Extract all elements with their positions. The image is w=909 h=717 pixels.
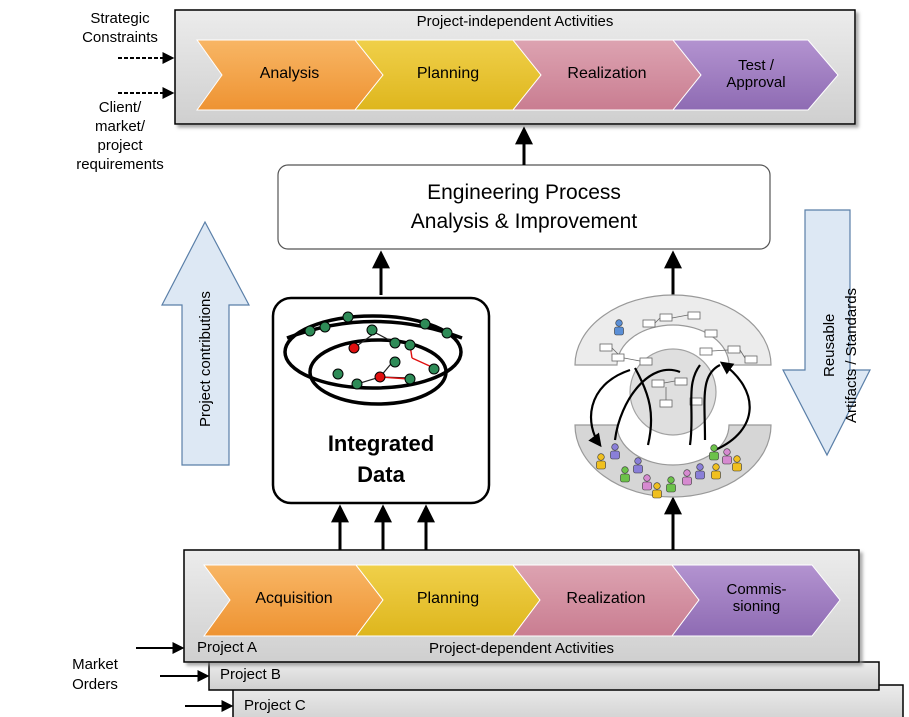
top-panel-title: Project-independent Activities bbox=[416, 13, 614, 30]
project-contributions-arrow bbox=[161, 220, 250, 466]
collaboration-graphic bbox=[574, 294, 772, 499]
step-realization-bottom: Realization bbox=[566, 590, 646, 607]
reusable-artifacts-arrow bbox=[782, 209, 871, 457]
chevron-test-approval bbox=[671, 39, 839, 111]
step-analysis: Analysis bbox=[259, 65, 320, 82]
project-b-panel bbox=[208, 661, 880, 691]
project-contributions-label: Project contributions bbox=[197, 291, 214, 427]
project-a-label: Project A bbox=[197, 639, 258, 656]
step-commissioning: Commis-sioning bbox=[726, 581, 787, 615]
bottom-panel-title: Project-dependent Activities bbox=[428, 640, 615, 657]
top-chevrons bbox=[196, 39, 839, 111]
project-b-label: Project B bbox=[220, 666, 281, 683]
step-planning-bottom: Planning bbox=[416, 590, 480, 607]
chevron-commissioning bbox=[670, 564, 841, 637]
step-test-approval: Test /Approval bbox=[726, 57, 786, 91]
bottom-chevrons bbox=[203, 564, 841, 637]
project-c-label: Project C bbox=[244, 697, 306, 714]
reusable-label-line1: Reusable bbox=[821, 313, 838, 377]
integrated-data-graphic bbox=[283, 311, 463, 406]
step-planning: Planning bbox=[416, 65, 480, 82]
step-realization: Realization bbox=[567, 65, 647, 82]
reusable-label-line2: Artifacts / Standards bbox=[843, 287, 860, 423]
step-acquisition: Acquisition bbox=[255, 590, 333, 607]
